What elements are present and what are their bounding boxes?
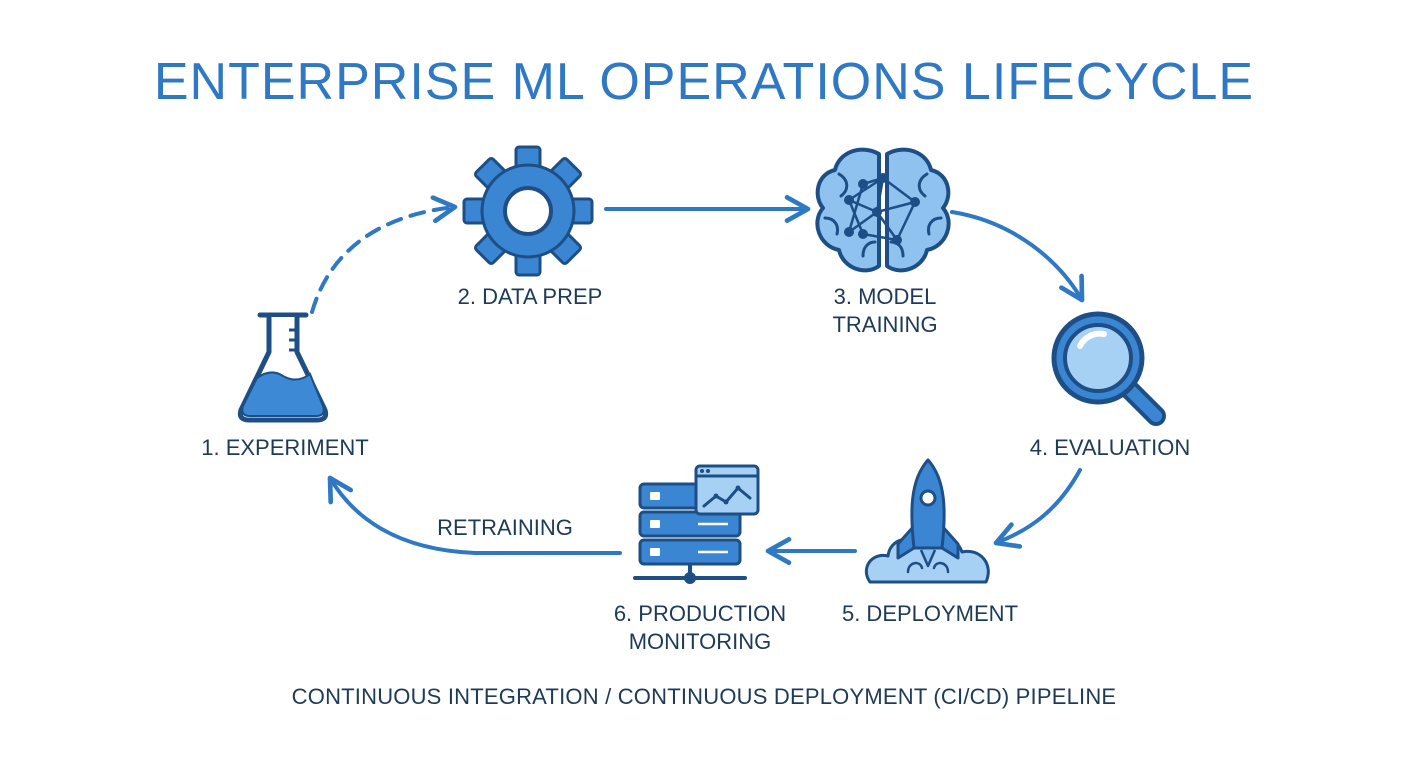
edge-experiment-to-data-prep	[310, 195, 458, 314]
stage-label-line1: 4. EVALUATION	[1029, 435, 1191, 460]
stage-label-line1: 2. DATA PREP	[457, 284, 603, 309]
stage-label-evaluation: 4. EVALUATION	[1000, 434, 1220, 462]
rocket-icon	[864, 458, 990, 584]
edge-model-training-to-evaluation	[950, 210, 1085, 303]
page-title: ENTERPRISE ML OPERATIONS LIFECYCLE	[153, 53, 1255, 111]
flask-icon	[237, 312, 329, 423]
stage-label-deployment: 5. DEPLOYMENT	[820, 600, 1040, 628]
edge-evaluation-to-deployment	[993, 468, 1082, 549]
edge-production-monitoring-to-experiment	[327, 475, 622, 555]
server-monitor-icon	[633, 464, 760, 584]
gear-icon	[462, 145, 594, 277]
stage-label-line2: TRAINING	[832, 312, 938, 337]
stage-label-line1: 1. EXPERIMENT	[201, 435, 369, 460]
stage-label-line1: 5. DEPLOYMENT	[841, 601, 1019, 626]
magnifier-icon	[1051, 311, 1166, 426]
stage-label-production-monitoring: 6. PRODUCTION MONITORING	[590, 600, 810, 656]
stage-label-line1: 6. PRODUCTION	[613, 601, 787, 626]
stage-label-model-training: 3. MODEL TRAINING	[780, 283, 990, 339]
stage-label-line1: 3. MODEL	[833, 284, 937, 309]
stage-label-data-prep: 2. DATA PREP	[420, 283, 640, 311]
edge-label-retraining: RETRAINING	[437, 515, 573, 540]
stage-label-line2: MONITORING	[628, 629, 772, 654]
stage-label-experiment: 1. EXPERIMENT	[180, 434, 390, 462]
pipeline-caption: CONTINUOUS INTEGRATION / CONTINUOUS DEPL…	[291, 684, 1117, 709]
brain-network-icon	[815, 147, 951, 273]
